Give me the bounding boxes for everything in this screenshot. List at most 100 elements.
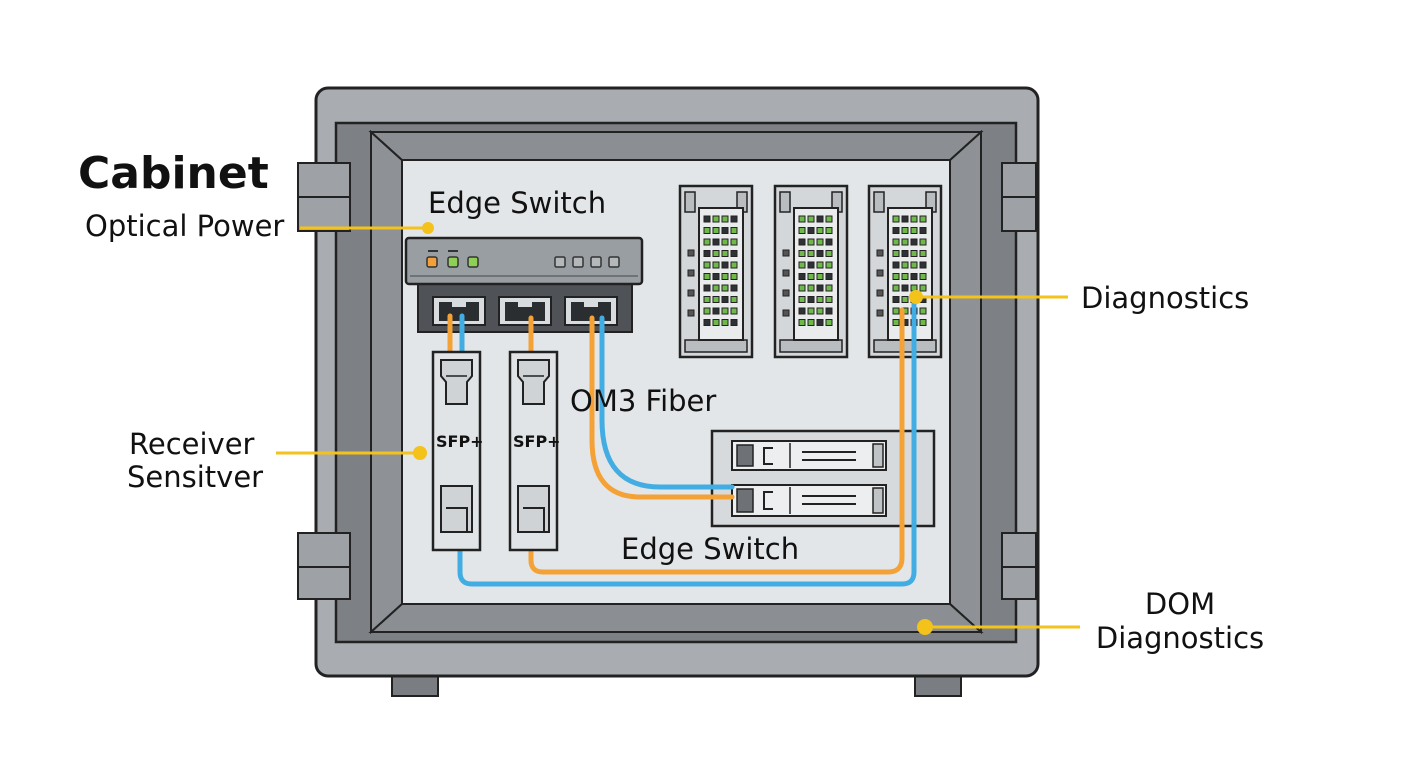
io-module-group: [678, 184, 943, 359]
patch-slot-bottom: [731, 484, 887, 517]
io-terminal-led: [901, 284, 909, 292]
io-terminal-led: [816, 319, 824, 326]
io-terminal-led: [721, 273, 729, 280]
io-terminal-led: [910, 250, 918, 257]
io-terminal-led: [721, 319, 729, 326]
io-module-icon: [773, 184, 849, 359]
io-terminal-led: [721, 238, 729, 246]
io-terminal-led: [919, 273, 927, 280]
io-terminal-led: [798, 273, 806, 280]
io-terminal-led: [798, 215, 806, 223]
io-module-base: [684, 339, 748, 353]
bevel-right: [949, 129, 982, 635]
io-terminal-led: [721, 215, 729, 223]
io-status-dot: [876, 249, 884, 257]
io-terminal-led: [892, 296, 900, 303]
io-terminal-led: [703, 215, 711, 223]
io-terminal-led: [712, 284, 720, 292]
port-led: [590, 256, 602, 268]
io-terminal-led: [825, 307, 833, 315]
io-terminal-led: [892, 273, 900, 280]
io-terminal-led: [825, 238, 833, 246]
label-dom-line2: Diagnostics: [1096, 621, 1264, 655]
io-terminal-led: [901, 261, 909, 269]
io-terminal-led: [910, 215, 918, 223]
io-terminal-led: [730, 307, 738, 315]
io-terminal-led: [892, 238, 900, 246]
io-status-dot: [687, 269, 695, 277]
io-terminal-led: [919, 215, 927, 223]
io-terminal-led: [721, 284, 729, 292]
io-terminal-led: [910, 227, 918, 234]
io-terminal-led: [798, 319, 806, 326]
io-terminal-led: [721, 261, 729, 269]
latch-right-top: [1001, 162, 1037, 232]
label-receiver-line1: Receiver: [129, 427, 255, 461]
io-module-base: [779, 339, 843, 353]
io-terminal-led: [901, 273, 909, 280]
io-terminal-led: [703, 319, 711, 326]
io-terminal-led: [712, 227, 720, 234]
io-terminal-led: [816, 227, 824, 234]
io-terminal-led: [730, 250, 738, 257]
io-terminal-led: [712, 261, 720, 269]
sfp-module-right: SFP+: [508, 350, 561, 552]
io-terminal-led: [892, 250, 900, 257]
hinge-left-bottom: [297, 532, 351, 600]
io-terminal-led: [910, 261, 918, 269]
io-status-dot: [782, 249, 790, 257]
io-terminal-led: [712, 250, 720, 257]
io-terminal-led: [807, 307, 815, 315]
io-module-icon: [867, 184, 943, 359]
io-terminal-led: [816, 307, 824, 315]
callouts: [276, 222, 1080, 635]
label-receiver-line2: Sensitver: [127, 460, 263, 494]
io-terminal-led: [721, 296, 729, 303]
io-terminal-led: [919, 238, 927, 246]
io-terminal-led: [910, 273, 918, 280]
io-terminal-led: [703, 250, 711, 257]
io-terminal-led: [901, 227, 909, 234]
io-status-dot: [782, 269, 790, 277]
io-terminal-led: [721, 307, 729, 315]
io-status-dot: [782, 309, 790, 317]
io-terminal-led: [807, 227, 815, 234]
io-terminal-led: [807, 273, 815, 280]
io-terminal-led: [892, 284, 900, 292]
io-status-dot: [687, 289, 695, 297]
io-terminal-led: [816, 215, 824, 223]
io-terminal-led: [892, 307, 900, 315]
port-led: [572, 256, 584, 268]
label-om3-fiber: OM3 Fiber: [570, 384, 716, 418]
io-terminal-led: [901, 296, 909, 303]
io-terminal-led: [901, 250, 909, 257]
io-terminal-led: [721, 227, 729, 234]
io-module-icon: [678, 184, 754, 359]
io-terminal-led: [703, 227, 711, 234]
sfp-module-icon: SFP+ SFP+: [431, 350, 561, 552]
io-module-clip: [873, 191, 885, 213]
latch-right-bottom: [1001, 532, 1037, 600]
io-terminal-led: [816, 250, 824, 257]
io-terminal-led: [798, 227, 806, 234]
io-terminal-led: [730, 261, 738, 269]
bevel-top: [368, 131, 984, 161]
io-terminal-led: [816, 284, 824, 292]
io-terminal-led: [816, 261, 824, 269]
io-module-clip: [684, 191, 696, 213]
port-led: [554, 256, 566, 268]
sfp-right-label: SFP+: [513, 432, 561, 451]
bevel-bottom: [368, 603, 984, 633]
status-led: [426, 256, 438, 268]
io-module-base: [873, 339, 937, 353]
label-dom-line1: DOM: [1145, 587, 1215, 621]
io-status-dot: [687, 249, 695, 257]
io-terminal-led: [892, 215, 900, 223]
cabinet-panel: [401, 159, 951, 605]
io-terminal-led: [825, 273, 833, 280]
io-terminal-led: [712, 273, 720, 280]
io-terminal-led: [703, 238, 711, 246]
io-status-dot: [876, 309, 884, 317]
status-led: [467, 256, 479, 268]
fiber-orange-2: [589, 315, 735, 500]
